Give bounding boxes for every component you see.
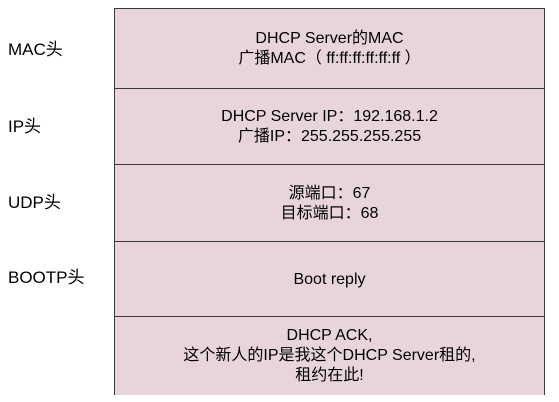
mac-line-2: 广播MAC（ ff:ff:ff:ff:ff:ff ） [238, 49, 421, 67]
ip-header-cell: DHCP Server IP：192.168.1.2 广播IP：255.255.… [115, 88, 544, 165]
mac-header-cell: DHCP Server的MAC 广播MAC（ ff:ff:ff:ff:ff:ff… [115, 9, 544, 88]
label-bootp-header: BOOTP头 [8, 268, 85, 287]
packet-stack: DHCP Server的MAC 广播MAC（ ff:ff:ff:ff:ff:ff… [114, 8, 545, 395]
label-ip-header: IP头 [8, 117, 42, 136]
udp-line-1: 源端口：67 [288, 184, 371, 202]
payload-line-1: DHCP ACK, [286, 327, 373, 344]
mac-line-1: DHCP Server的MAC [255, 29, 404, 47]
payload-line-2: 这个新人的IP是我这个DHCP Server租的, [183, 347, 476, 364]
udp-header-cell: 源端口：67 目标端口：68 [115, 164, 544, 242]
label-udp-header: UDP头 [8, 193, 61, 212]
bootp-header-cell: Boot reply [115, 241, 544, 317]
payload-cell: DHCP ACK, 这个新人的IP是我这个DHCP Server租的, 租约在此… [115, 316, 544, 395]
label-mac-header: MAC头 [8, 40, 63, 59]
ip-line-1: DHCP Server IP：192.168.1.2 [221, 108, 438, 125]
udp-line-2: 目标端口：68 [280, 204, 379, 222]
bootp-line-1: Boot reply [293, 270, 366, 288]
payload-line-3: 租约在此! [295, 367, 364, 384]
ip-line-2: 广播IP：255.255.255.255 [237, 128, 422, 145]
